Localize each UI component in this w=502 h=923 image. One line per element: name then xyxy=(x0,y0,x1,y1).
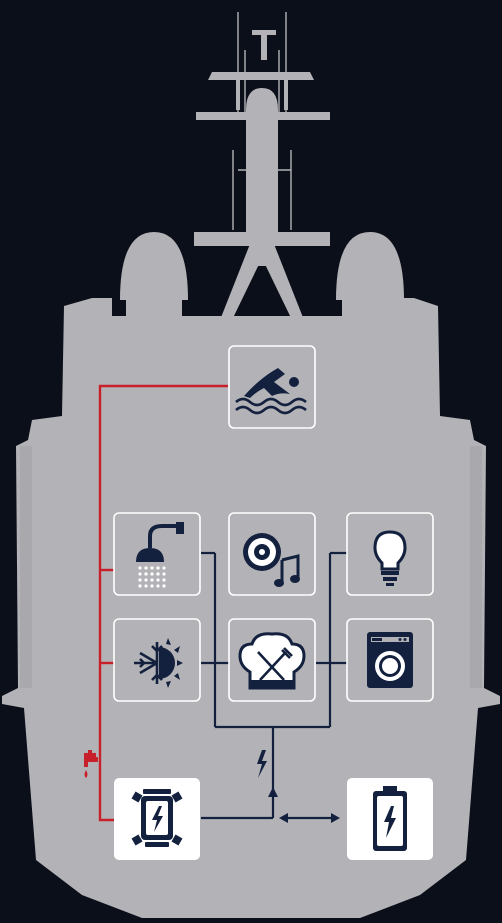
battery-icon xyxy=(373,786,407,851)
washing-machine-icon xyxy=(367,632,413,688)
mast xyxy=(120,12,404,320)
